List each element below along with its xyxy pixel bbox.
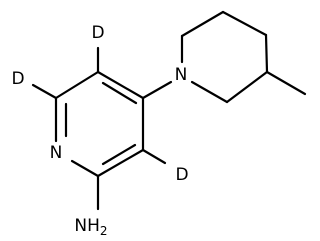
atom-n-pyridine: N (50, 143, 63, 163)
atom-d-top: D (91, 23, 104, 43)
bond-c4-npip (141, 80, 173, 100)
amine-subscript: 2 (100, 224, 108, 238)
bond-npip-c2p (190, 80, 229, 104)
deuterium-bonds (31, 46, 167, 165)
atom-n-piperidine: N (175, 65, 188, 85)
pyridine-ring (54, 70, 145, 178)
bond-c3-c2 (96, 148, 145, 178)
atom-d-left: D (11, 69, 24, 89)
bond-c2p-c3p (225, 70, 269, 104)
bond-c5-c4-inner (101, 81, 138, 105)
bond-c3p-c4p (264, 33, 269, 74)
piperidine-ring (141, 10, 307, 104)
atom-d-right: D (175, 165, 188, 185)
bond-c3p-methyl (265, 70, 307, 96)
bond-c5p-c6p (180, 10, 225, 38)
bond-c4p-c5p (221, 10, 268, 37)
bond-c3-d (141, 148, 167, 165)
bond-c2-n1 (70, 159, 100, 178)
bond-c5-c4 (96, 70, 145, 100)
atom-amine: NH2 (74, 216, 107, 238)
bond-c6-d (31, 83, 58, 100)
bond-c6-c5 (54, 70, 100, 100)
bond-c3-c2-inner (101, 143, 137, 166)
